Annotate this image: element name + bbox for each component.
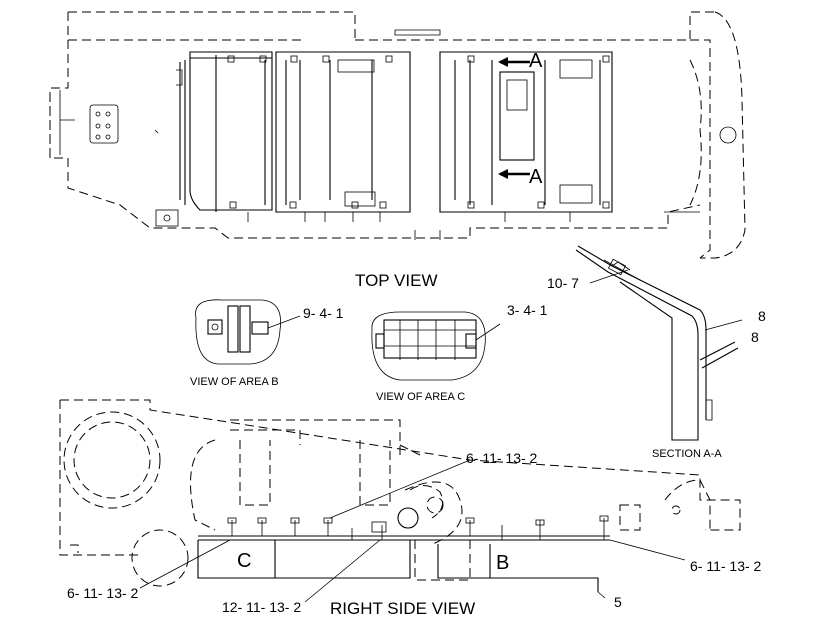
callout-10-7: 10- 7 bbox=[547, 275, 579, 291]
callout-5: 5 bbox=[614, 594, 622, 610]
callout-3-4-1: 3- 4- 1 bbox=[507, 302, 548, 318]
right-side-view-title: RIGHT SIDE VIEW bbox=[330, 599, 476, 618]
callout-12-11-13-2: 12- 11- 13- 2 bbox=[222, 599, 302, 615]
callout-6-11-13-2-top: 6- 11- 13- 2 bbox=[466, 450, 538, 466]
callout-9-4-1: 9- 4- 1 bbox=[303, 305, 344, 321]
top-view-title: TOP VIEW bbox=[355, 271, 438, 290]
area-b-drawing bbox=[195, 299, 301, 365]
section-letter-a-bottom: A bbox=[529, 166, 543, 188]
callout-6-11-13-2-right: 6- 11- 13- 2 bbox=[690, 558, 762, 574]
callout-8-upper: 8 bbox=[758, 308, 766, 324]
callout-8-lower: 8 bbox=[751, 329, 759, 345]
right-side-view-drawing bbox=[59, 399, 741, 603]
section-aa-drawing bbox=[575, 245, 743, 441]
area-c-caption: VIEW OF AREA C bbox=[376, 391, 466, 403]
section-letter-a-top: A bbox=[529, 50, 543, 72]
callout-6-11-13-2-left: 6- 11- 13- 2 bbox=[67, 585, 139, 601]
area-letter-b: B bbox=[496, 552, 510, 574]
top-view-drawing bbox=[49, 11, 746, 259]
area-c-drawing bbox=[371, 311, 501, 381]
section-aa-caption: SECTION A-A bbox=[652, 448, 722, 460]
area-b-caption: VIEW OF AREA B bbox=[190, 376, 279, 388]
area-letter-c: C bbox=[237, 550, 252, 572]
